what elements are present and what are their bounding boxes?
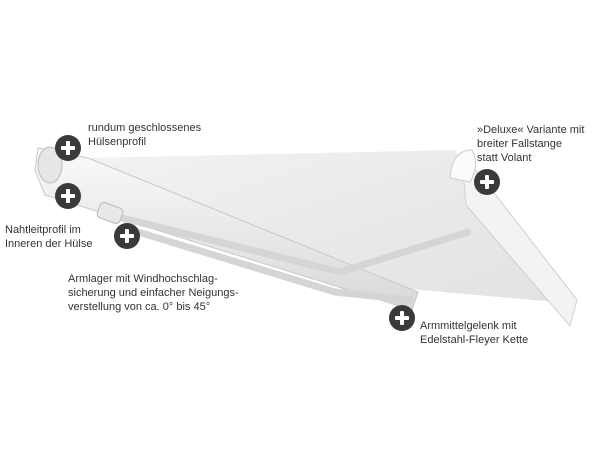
front-bar-cap bbox=[449, 149, 476, 183]
label-huelsenprofil: rundum geschlossenes Hülsenprofil bbox=[88, 121, 201, 149]
label-line: sicherung und einfacher Neigungs- bbox=[68, 287, 239, 299]
label-line: Nahtleitprofil im bbox=[5, 224, 81, 236]
label-line: statt Volant bbox=[477, 152, 532, 164]
label-line: verstellung von ca. 0° bis 45° bbox=[68, 301, 211, 313]
label-armlager: Armlager mit Windhochschlag- sicherung u… bbox=[68, 272, 239, 314]
label-line: Armlager mit Windhochschlag- bbox=[68, 273, 218, 285]
label-deluxe: »Deluxe« Variante mit breiter Fallstange… bbox=[477, 123, 584, 165]
label-armmittelgelenk: Armmittelgelenk mit Edelstahl-Fleyer Ket… bbox=[420, 319, 528, 347]
label-line: Armmittelgelenk mit bbox=[420, 320, 517, 332]
hotspot-huelsenprofil-button[interactable] bbox=[55, 135, 81, 161]
label-line: Hülsenprofil bbox=[88, 136, 147, 148]
folding-arms bbox=[106, 211, 472, 304]
hotspot-deluxe-button[interactable] bbox=[474, 169, 500, 195]
awning-fabric bbox=[85, 150, 556, 302]
label-nahtleitprofil: Nahtleitprofil im Inneren der Hülse bbox=[5, 223, 92, 251]
label-line: breiter Fallstange bbox=[477, 138, 562, 150]
label-line: Inneren der Hülse bbox=[5, 238, 93, 250]
arm-bracket bbox=[96, 202, 124, 224]
hotspot-armmittelgelenk-button[interactable] bbox=[389, 305, 415, 331]
hotspot-nahtleitprofil-button[interactable] bbox=[55, 183, 81, 209]
label-line: rundum geschlossenes bbox=[88, 122, 202, 134]
label-line: Edelstahl-Fleyer Kette bbox=[420, 334, 529, 346]
cassette-end-cap bbox=[37, 146, 63, 184]
hotspot-armlager-button[interactable] bbox=[114, 223, 140, 249]
label-line: »Deluxe« Variante mit bbox=[477, 124, 585, 136]
